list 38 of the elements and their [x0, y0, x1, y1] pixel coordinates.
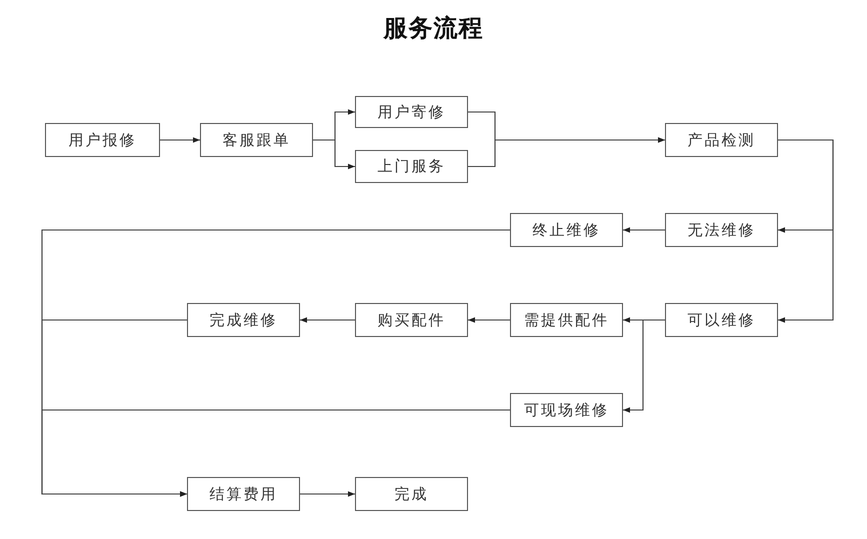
process-box [355, 303, 468, 337]
step-label: 终止维修 [532, 220, 600, 240]
step-label: 结算费用 [210, 484, 278, 504]
step-label: 购买配件 [378, 310, 446, 330]
step-label: 上门服务 [378, 157, 446, 176]
process-box [45, 123, 160, 157]
step-label: 可现场维修 [524, 400, 609, 420]
process-box [510, 393, 623, 427]
arrow [623, 227, 665, 233]
arrow [300, 491, 355, 497]
arrow [623, 319, 665, 413]
process-box [200, 123, 313, 157]
process-box [665, 123, 778, 157]
step-label: 产品检测 [688, 130, 756, 150]
arrow [300, 317, 355, 323]
step-label: 可以维修 [688, 310, 756, 330]
arrow [160, 137, 200, 143]
step-label: 无法维修 [688, 220, 756, 240]
arrow [41, 409, 510, 497]
step-label: 用户报修 [68, 130, 136, 150]
process-box [665, 213, 778, 247]
process-box [355, 477, 468, 511]
process-box [355, 96, 468, 128]
process-box [510, 213, 623, 247]
step-label: 需提供配件 [524, 310, 609, 330]
step-label: 客服跟单 [222, 130, 290, 150]
arrow [468, 137, 665, 168]
process-box [187, 303, 300, 337]
diagram-title: 服务流程 [384, 13, 484, 44]
arrow [778, 139, 834, 323]
process-box [187, 477, 300, 511]
step-label: 用户寄修 [378, 102, 446, 122]
arrow [468, 317, 510, 323]
process-box [355, 150, 468, 183]
process-box [510, 303, 623, 337]
process-box [665, 303, 778, 337]
step-label: 完成 [394, 484, 428, 504]
step-label: 完成维修 [210, 310, 278, 330]
